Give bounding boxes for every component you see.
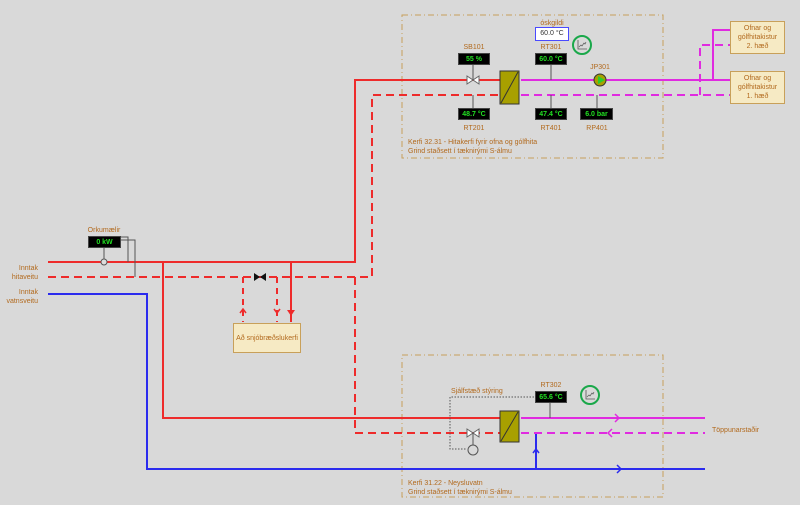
- meter-lead-3: [121, 239, 136, 277]
- heat-exchanger-hot-water-icon[interactable]: [499, 410, 520, 443]
- pump-jp301-icon[interactable]: [593, 73, 607, 87]
- consumer-line: Ofnar og: [743, 75, 772, 82]
- arrow-cold-up: [532, 447, 540, 454]
- consumer-line: gólfhitakistur: [737, 34, 778, 41]
- pipe-dh-return: [48, 94, 500, 278]
- rt201-tag: RT201: [463, 125, 485, 132]
- heat-exchanger-heating-icon[interactable]: [499, 70, 520, 105]
- control-line-dotted: [449, 396, 537, 450]
- rt401-display[interactable]: 47.4 °C: [535, 108, 567, 120]
- pipe-dh-supply-hw: [162, 262, 500, 419]
- sb101-display[interactable]: 55 %: [458, 53, 490, 65]
- consumer-line: gólfhitakistur: [737, 84, 778, 91]
- frame-heating-system: [401, 14, 664, 159]
- pipe-heating-return-2: [699, 44, 730, 95]
- rt301-tag: RT301: [540, 44, 562, 51]
- consumer-line: Ofnar og: [743, 25, 772, 32]
- caption-line: Grind staðsett í tæknirými S-álmu: [408, 148, 512, 155]
- trend-chart-hot-water-icon[interactable]: [580, 385, 600, 405]
- pipe-cold-water: [48, 293, 705, 470]
- consumer-floor-2-box[interactable]: Ofnar og gólfhitakistur 2. hæð: [730, 21, 785, 54]
- rt201-display[interactable]: 48.7 °C: [458, 108, 490, 120]
- rt401-tag: RT401: [540, 125, 562, 132]
- caption-line: Kerfi 32.31 - Hitakerfi fyrir ofna og gó…: [408, 139, 538, 146]
- caption-line: Grind staðsett í tæknirými S-álmu: [408, 489, 512, 496]
- arrow-snowmelt-supply: [287, 310, 295, 316]
- pipe-dh-return-hw: [354, 277, 500, 434]
- self-acting-valve-icon[interactable]: [466, 428, 480, 456]
- arrow-hw-supply: [614, 413, 621, 423]
- setpoint-input[interactable]: 60.0 °C: [535, 27, 569, 41]
- control-valve-sb101-icon[interactable]: [466, 75, 480, 85]
- label-line: hitaveitu: [11, 274, 38, 281]
- energy-meter-display[interactable]: 0 kW: [88, 236, 121, 248]
- jp301-tag: JP301: [590, 64, 610, 71]
- rt302-display[interactable]: 65.6 °C: [535, 391, 567, 403]
- tap-points-label: Töppunarstaðir: [712, 427, 760, 434]
- trend-chart-heating-icon[interactable]: [572, 35, 592, 55]
- meter-lead-2: [121, 236, 129, 262]
- setpoint-label: óskgildi: [540, 20, 564, 27]
- inlet-cold-water-label: Inntak vatnsveitu: [5, 288, 38, 306]
- hot-water-system-caption: Kerfi 31.22 - Neysluvatn Grind staðsett …: [408, 479, 512, 497]
- sb101-tag: SB101: [463, 44, 485, 51]
- rp401-tag: RP401: [586, 125, 608, 132]
- heating-system-caption: Kerfi 32.31 - Hitakerfi fyrir ofna og gó…: [408, 138, 537, 156]
- flow-sensor-icon: [100, 258, 108, 266]
- arrow-hw-return: [606, 428, 613, 438]
- arrow-snowmelt-down: [273, 308, 281, 315]
- rt301-display[interactable]: 60.0 °C: [535, 53, 567, 65]
- rt302-tag: RT302: [540, 382, 562, 389]
- inlet-district-heating-label: Inntak hitaveitu: [10, 264, 38, 282]
- label-line: Inntak: [18, 265, 38, 272]
- label-line: vatnsveitu: [6, 298, 38, 305]
- pipe-dh-supply: [48, 79, 500, 263]
- caption-line: Kerfi 31.22 - Neysluvatn: [408, 480, 483, 487]
- label-line: Inntak: [18, 289, 38, 296]
- self-acting-control-label: Sjálfstæð stýring: [451, 388, 503, 395]
- consumer-line: 1. hæð: [746, 93, 769, 100]
- bypass-valve-icon[interactable]: [254, 273, 266, 281]
- consumer-line: 2. hæð: [746, 43, 769, 50]
- rp401-display[interactable]: 6.0 bar: [580, 108, 613, 120]
- frame-hot-water-system: [401, 354, 664, 498]
- arrow-cold-right: [616, 464, 623, 474]
- pipe-heating-supply-2: [712, 29, 730, 80]
- snow-melt-system-box[interactable]: Að snjóbræðslukerfi: [233, 323, 301, 353]
- energy-meter-label: Orkumælir: [87, 227, 121, 234]
- consumer-floor-1-box[interactable]: Ofnar og gólfhitakistur 1. hæð: [730, 71, 785, 104]
- arrow-snowmelt-up: [239, 307, 247, 314]
